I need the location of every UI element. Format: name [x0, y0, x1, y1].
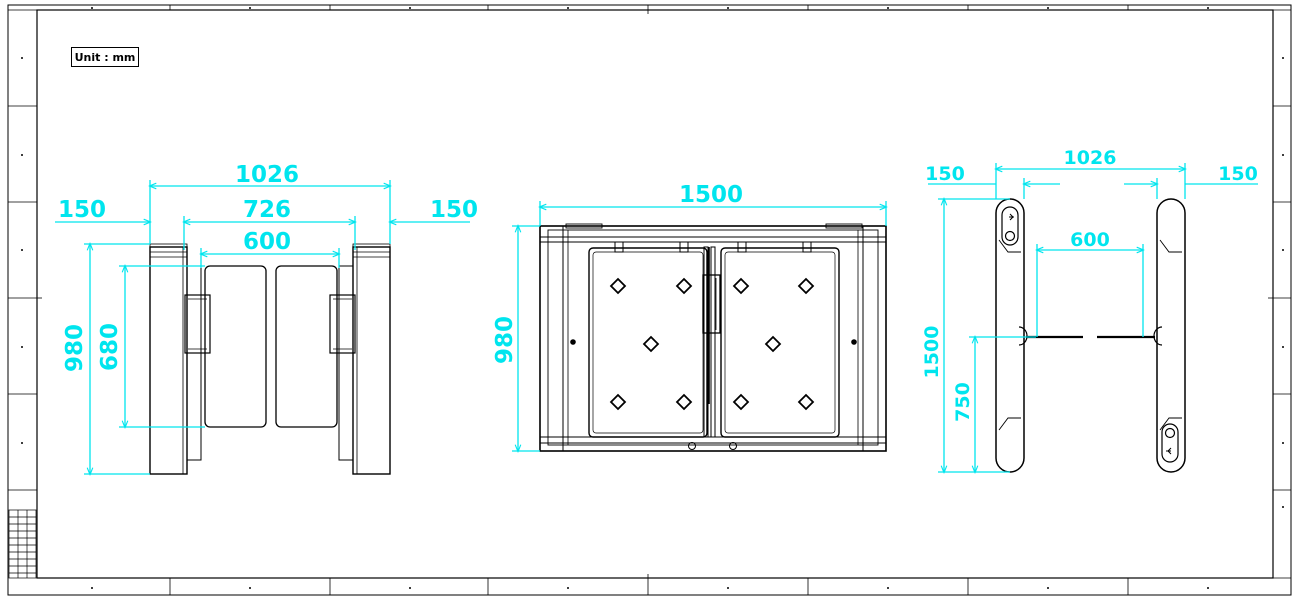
- dimension-lines: [55, 163, 1258, 474]
- frame-zone-ticks: [8, 5, 1291, 595]
- side-mid-length-label: 750: [952, 382, 974, 422]
- front-gate-height-label: 680: [97, 323, 123, 371]
- front-left-offset-label: 150: [58, 197, 106, 223]
- side-passage-width-label: 600: [1070, 229, 1110, 251]
- front-inner-width-label: 726: [243, 197, 291, 223]
- frame-zone-dots: [21, 7, 1284, 589]
- side-left-offset-label: 150: [925, 163, 965, 185]
- side-overall-width-label: 1026: [1064, 147, 1117, 169]
- dimension-labels: 1026 726 600 150 150 980 680 1500 980 10…: [58, 147, 1258, 422]
- revision-table: [8, 509, 37, 579]
- unit-label: Unit : mm: [71, 47, 139, 67]
- side-right-offset-label: 150: [1218, 163, 1258, 185]
- side-length-label: 1500: [921, 326, 943, 379]
- front-height-label: 980: [62, 324, 88, 372]
- top-length-label: 1500: [679, 182, 743, 208]
- top-view-bolts: [570, 339, 857, 345]
- front-passage-width-label: 600: [243, 229, 291, 255]
- front-view: [149, 243, 391, 475]
- top-view: [539, 223, 887, 452]
- front-overall-width-label: 1026: [235, 162, 299, 188]
- drawing-frame: [7, 4, 1292, 596]
- top-height-label: 980: [492, 316, 518, 364]
- front-right-offset-label: 150: [430, 197, 478, 223]
